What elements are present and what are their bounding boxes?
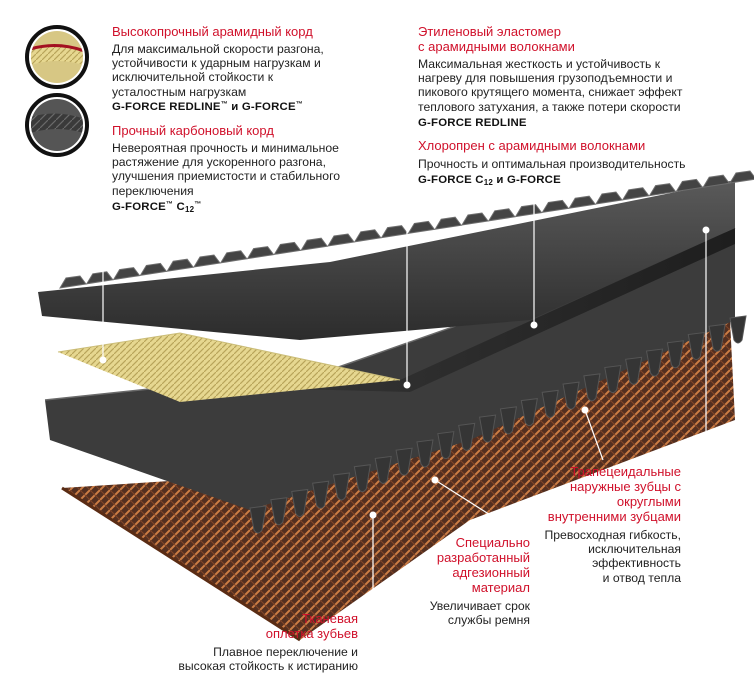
top-ridge [353, 229, 382, 243]
aramid-cord-circle-icon [25, 25, 89, 89]
top-ridge [273, 241, 302, 256]
chloroprene-products: G-FORCE C12 и G-FORCE [418, 174, 561, 188]
top-ridge [112, 267, 141, 281]
bottom-tooth [332, 472, 351, 501]
carbon-cord-circle-icon [25, 93, 89, 157]
fabric-desc: Плавное переключение и высокая стойкость… [178, 645, 358, 674]
adhesive-block: Специально разработанный адгезионный мат… [380, 535, 530, 627]
bottom-tooth [291, 488, 309, 517]
aramid-cord-title: Высокопрочный арамидный корд [112, 24, 313, 39]
top-ridge [514, 204, 543, 218]
bottom-tooth [499, 406, 518, 435]
bottom-tooth [520, 398, 538, 427]
aramid-cord-layer [57, 332, 401, 402]
top-ridge [166, 258, 195, 272]
bottom-tooth [312, 480, 330, 509]
carbon-cord-block: Прочный карбоновый корд Невероятная проч… [112, 123, 392, 214]
top-ridge [648, 183, 677, 197]
top-ridge [729, 170, 754, 184]
top-ridge [568, 195, 597, 209]
bottom-tooth [437, 431, 455, 460]
trapezoid-desc: Превосходная гибкость, исключительная эф… [544, 528, 682, 585]
bottom-tooth [478, 414, 497, 443]
ethylene-product: G-FORCE REDLINE [418, 116, 527, 129]
top-ridge [595, 191, 623, 205]
bottom-tooth [374, 455, 392, 484]
bottom-tooth [666, 340, 684, 369]
bottom-tooth [270, 497, 288, 526]
top-ridge [407, 220, 436, 235]
top-ridge [675, 178, 704, 193]
bottom-tooth [583, 373, 601, 402]
adhesive-title: Специально разработанный адгезионный мат… [436, 535, 530, 595]
adhesive-desc: Увеличивает срок службы ремня [429, 599, 530, 628]
top-ridge [327, 233, 355, 247]
top-ridge [59, 275, 87, 289]
fabric-block: Тканевая оплетка зубьев Плавное переключ… [160, 611, 358, 673]
leader-lines [102, 60, 707, 590]
top-ridge [541, 199, 570, 214]
bottom-tooth [416, 439, 434, 468]
aramid-cord-products: G-FORCE REDLINE™ и G-FORCE™ [112, 100, 303, 113]
top-ridge [219, 250, 248, 264]
ethylene-block: Этиленовый эластомер с арамидными волокн… [418, 24, 718, 129]
top-ridge [380, 225, 409, 239]
bottom-tooth [708, 323, 726, 352]
bottom-tooth [353, 464, 371, 493]
top-ridge [139, 262, 168, 277]
top-ridge [487, 208, 516, 222]
aramid-cord-desc: Для максимальной скорости разгона, устой… [112, 42, 324, 99]
bottom-tooth [729, 315, 747, 344]
bottom-tooth [645, 348, 664, 377]
fabric-title: Тканевая оплетка зубьев [265, 611, 358, 641]
aramid-cord-block: Высокопрочный арамидный корд Для максима… [112, 24, 392, 113]
top-rubber-layer [38, 170, 754, 340]
carbon-cord-desc: Невероятная прочность и минимальное раст… [112, 141, 341, 198]
bottom-tooth [541, 389, 559, 418]
bottom-tooth [625, 356, 643, 385]
carbon-cord-products: G-FORCE™ C12™ [112, 200, 202, 214]
trapezoid-title: Трапецеидальные наружные зубцы с округлы… [547, 464, 681, 524]
top-ridge [85, 271, 114, 285]
ethylene-desc: Максимальная жесткость и устойчивость к … [418, 57, 683, 114]
chloroprene-block: Хлоропрен с арамидными волокнами Прочнос… [418, 138, 718, 187]
trapezoid-teeth-block: Трапецеидальные наружные зубцы с округлы… [520, 464, 682, 585]
carbon-cord-title: Прочный карбоновый корд [112, 123, 274, 138]
top-ridge [461, 212, 489, 226]
chloroprene-desc: Прочность и оптимальная производительнос… [418, 157, 686, 171]
top-ridge [193, 254, 221, 268]
leader-dots [99, 226, 710, 519]
top-ridge [246, 246, 275, 260]
chloroprene-title: Хлоропрен с арамидными волокнами [418, 138, 646, 153]
top-ridge [702, 174, 731, 188]
bottom-tooth [249, 505, 267, 534]
top-ridge [621, 187, 650, 201]
top-ridge [434, 216, 463, 230]
bottom-tooth [687, 331, 705, 361]
bottom-tooth [562, 381, 580, 410]
bottom-tooth [604, 364, 622, 394]
top-ridge [300, 237, 329, 251]
bottom-tooth [395, 447, 413, 476]
ethylene-title: Этиленовый эластомер с арамидными волокн… [418, 24, 575, 54]
bottom-tooth [458, 422, 476, 451]
